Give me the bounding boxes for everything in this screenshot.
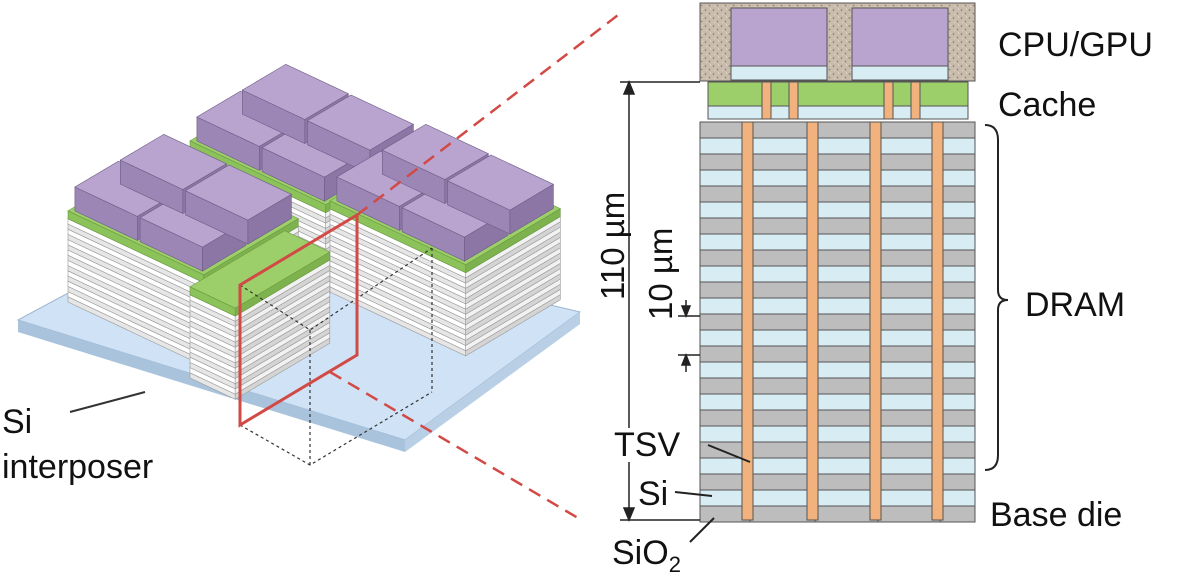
projection-line-top	[356, 11, 623, 216]
compute-die-top	[119, 133, 227, 190]
label-sio2: SiO2	[612, 536, 681, 576]
label-dimension-110um: 110 µm	[594, 191, 631, 300]
cache-tsv-group	[761, 81, 921, 120]
stack-right	[329, 123, 561, 357]
label-tsv: TSV	[612, 426, 683, 464]
label-sio2-subscript: 2	[668, 551, 681, 577]
dram-stack	[699, 121, 976, 523]
label-dimension-10um: 10 µm	[642, 227, 679, 320]
label-sio2-main: SiO	[612, 534, 669, 572]
cache-bond-layer	[707, 105, 969, 120]
cross-section-highlight	[238, 212, 359, 428]
tsv-leader-line	[707, 444, 751, 463]
cutaway-dashed-box	[239, 247, 433, 466]
cross-section-view	[620, 2, 1009, 543]
label-si-interposer-2: interposer	[2, 448, 154, 486]
compute-die-top	[241, 63, 349, 120]
tsv-column	[869, 121, 882, 521]
cpu-gpu-die-1	[730, 7, 828, 67]
sio2-leader-line	[689, 517, 715, 543]
dram-silicon-layer	[699, 505, 976, 523]
label-si: Si	[636, 475, 671, 513]
tsv-columns	[741, 121, 944, 521]
cache-layer-top	[189, 230, 331, 309]
label-base-die: Base die	[990, 496, 1123, 534]
compute-die-top	[184, 164, 293, 221]
compute-die-top	[381, 123, 489, 180]
package-3d-view	[16, 63, 582, 466]
label-dram: DRAM	[1025, 286, 1126, 324]
cpu-gpu-die-2	[851, 7, 949, 67]
compute-die-top	[306, 94, 415, 151]
dimension-10um	[678, 300, 700, 372]
si-interposer-side	[405, 312, 580, 452]
die-2-bond-layer	[851, 65, 949, 81]
label-si-interposer-1: Si	[2, 403, 33, 441]
tsv-column	[806, 121, 819, 521]
dram-brace	[984, 124, 1009, 471]
projection-line-bottom	[329, 370, 579, 520]
label-cache: Cache	[998, 86, 1097, 124]
die-1-bond-layer	[730, 65, 828, 81]
tsv-column	[741, 121, 754, 521]
stack-front	[189, 230, 331, 400]
tsv-column	[931, 121, 944, 521]
si-leader-line	[674, 491, 713, 497]
label-cpu-gpu: CPU/GPU	[998, 26, 1153, 64]
cache-layer	[707, 81, 969, 107]
compute-die-top	[446, 154, 555, 211]
interposer-leader-line	[69, 391, 146, 413]
